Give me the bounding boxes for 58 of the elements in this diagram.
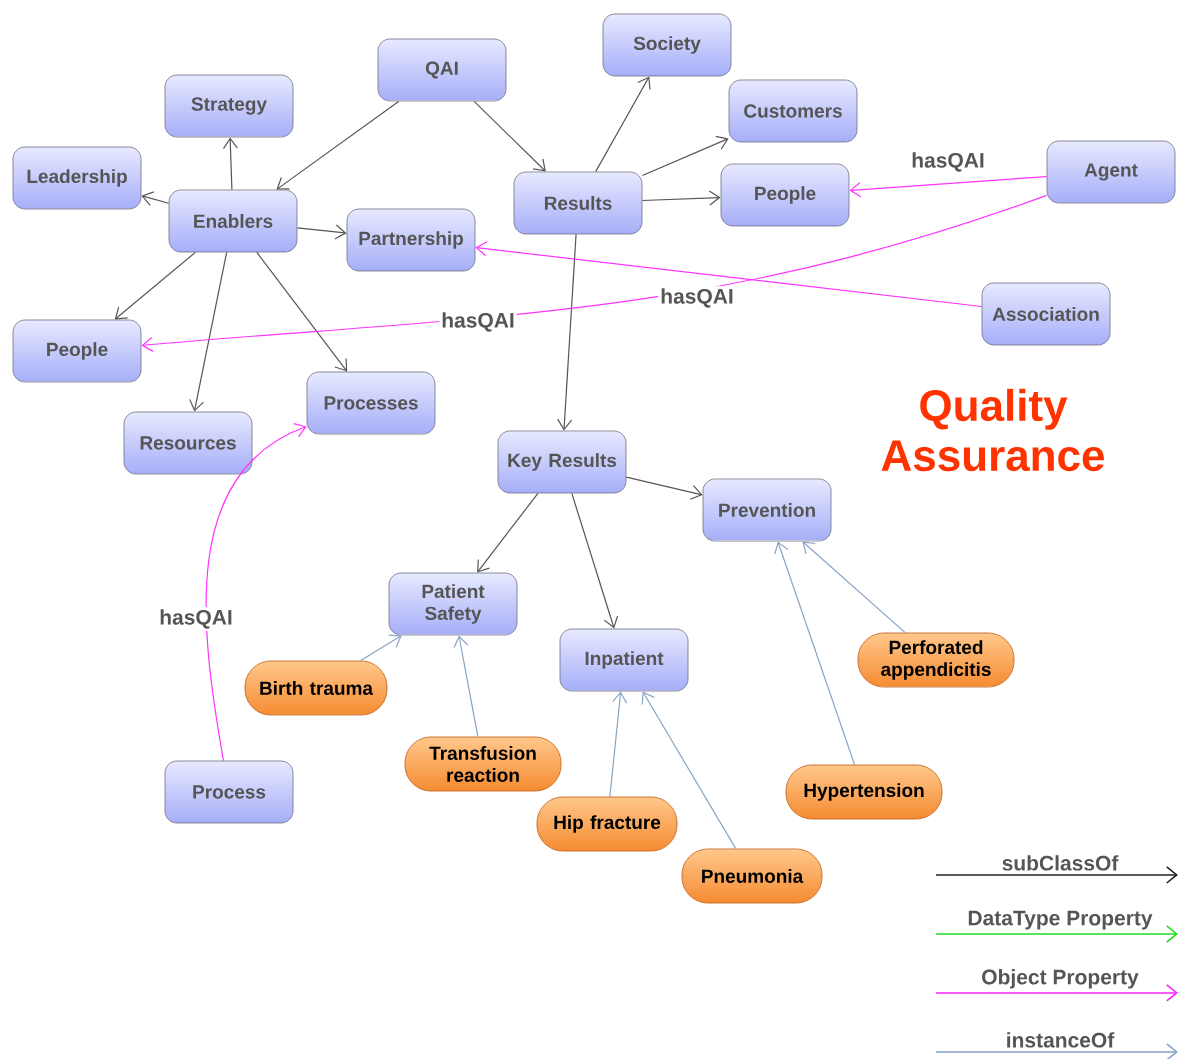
legend-text: subClassOf — [1002, 855, 1119, 871]
instance-pill: Transfusion reaction — [404, 736, 562, 792]
arrow — [189, 251, 228, 412]
arrow — [114, 251, 196, 320]
arrow — [571, 492, 619, 629]
class-box: Process — [164, 760, 294, 824]
class-box: Strategy — [164, 74, 294, 138]
arrow — [360, 634, 402, 662]
class-box: Partnership — [346, 208, 476, 272]
class-box: Society — [602, 13, 732, 77]
legend-text: Object Property — [982, 969, 1139, 989]
arrow — [641, 190, 721, 206]
arrow — [595, 76, 651, 173]
arrow — [141, 191, 170, 207]
arrow — [609, 691, 628, 798]
instance-pill: Pneumonia — [681, 848, 823, 904]
arrow — [453, 635, 479, 738]
class-box: Enablers — [168, 189, 298, 253]
edge-label: hasQAI — [439, 310, 517, 334]
arrow — [774, 541, 856, 766]
arrow — [256, 251, 348, 372]
class-box: Resources — [123, 411, 253, 475]
arrow — [641, 135, 729, 177]
instance-pill: Perforated appendicitis — [857, 632, 1015, 688]
arrow — [276, 100, 400, 190]
arrow — [625, 476, 703, 500]
class-box: QAI — [377, 38, 507, 102]
class-box: Inpatient — [559, 628, 689, 692]
arrow — [475, 241, 983, 308]
title: Quality Assurance — [881, 388, 1104, 472]
edge-label: hasQAI — [157, 607, 235, 631]
class-box: Key Results — [497, 430, 627, 494]
legend-text: instanceOf — [1007, 1032, 1115, 1048]
legend-text: DataType Property — [968, 910, 1153, 930]
class-box: Prevention — [702, 478, 832, 542]
class-box: Customers — [728, 79, 858, 143]
class-box: Patient Safety — [388, 572, 518, 636]
class-box: People — [12, 319, 142, 383]
class-box: Leadership — [12, 146, 142, 210]
arrow — [641, 691, 737, 850]
arrow — [557, 233, 577, 431]
class-box: Processes — [306, 371, 436, 435]
class-box: Association — [981, 282, 1111, 346]
instance-pill: Hypertension — [785, 764, 943, 820]
arrow — [222, 137, 239, 191]
class-box: People — [720, 163, 850, 227]
arrow — [473, 100, 546, 172]
arrow — [296, 224, 347, 240]
class-box: Results — [513, 171, 643, 235]
arrow — [802, 541, 906, 634]
instance-pill: Birth trauma — [244, 660, 388, 716]
arrow — [477, 492, 539, 573]
arrow — [205, 423, 307, 762]
edge-label: hasQAI — [658, 286, 736, 310]
edge-label: hasQAI — [909, 150, 987, 174]
arrow — [849, 175, 1048, 198]
class-box: Agent — [1046, 140, 1176, 204]
instance-pill: Hip fracture — [536, 796, 678, 852]
